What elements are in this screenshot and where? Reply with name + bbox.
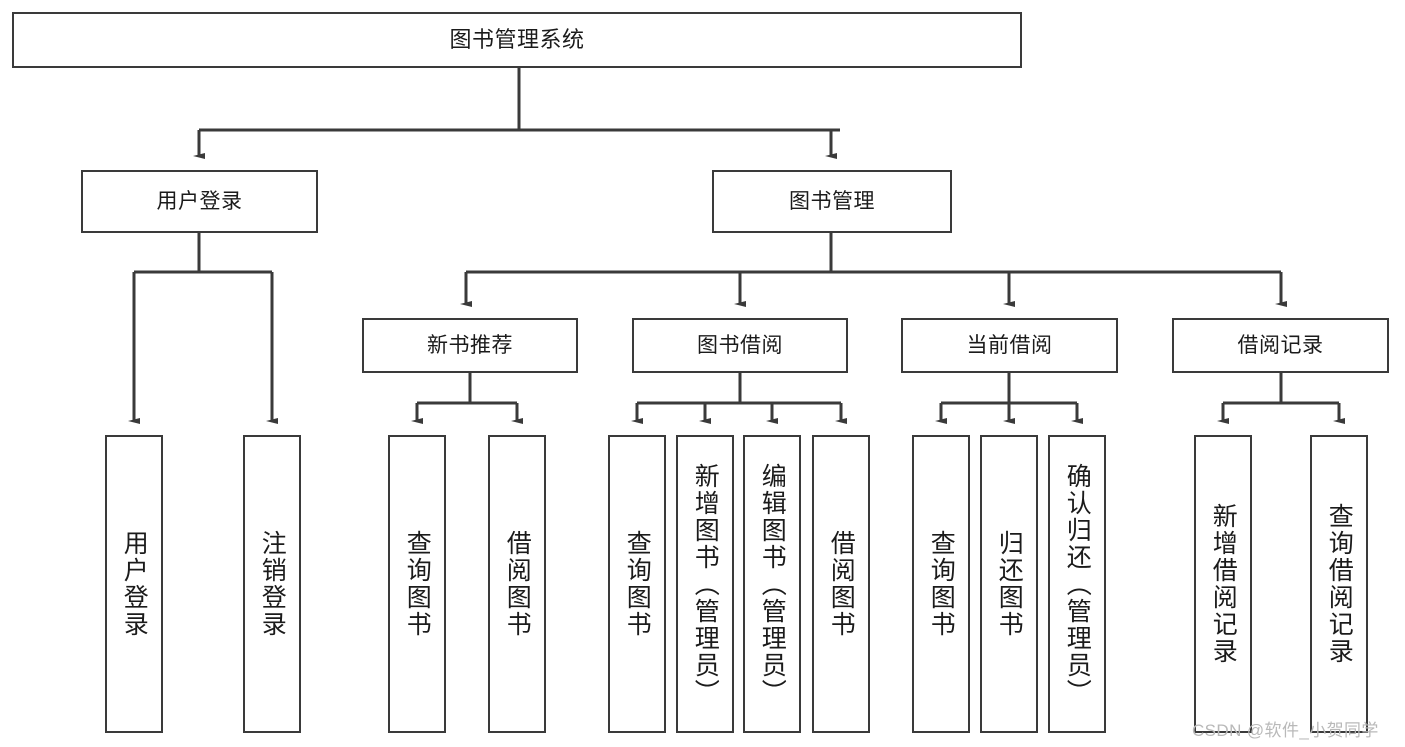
leaf-recommend-query-book[interactable]: 查询图书	[388, 435, 446, 733]
node-current-borrow[interactable]: 当前借阅	[901, 318, 1118, 373]
node-book-management[interactable]: 图书管理	[712, 170, 952, 233]
node-book-borrow[interactable]: 图书借阅	[632, 318, 848, 373]
leaf-borrow-query-book[interactable]: 查询图书	[608, 435, 666, 733]
node-borrow-record[interactable]: 借阅记录	[1172, 318, 1389, 373]
node-label: 注销登录	[258, 530, 287, 638]
node-label: 查询图书	[403, 530, 432, 638]
node-label: 图书管理系统	[449, 26, 585, 52]
node-new-book-recommend[interactable]: 新书推荐	[362, 318, 578, 373]
leaf-user-login[interactable]: 用户登录	[105, 435, 163, 733]
node-label: 编辑图书（管理员）	[758, 462, 787, 706]
node-user-login[interactable]: 用户登录	[81, 170, 318, 233]
leaf-borrow-add-book[interactable]: 新增图书（管理员）	[676, 435, 734, 733]
leaf-current-confirm-return[interactable]: 确认归还（管理员）	[1048, 435, 1106, 733]
leaf-borrow-edit-book[interactable]: 编辑图书（管理员）	[743, 435, 801, 733]
leaf-record-query-record[interactable]: 查询借阅记录	[1310, 435, 1368, 733]
node-label: 新增借阅记录	[1209, 503, 1238, 665]
node-label: 图书管理	[789, 189, 875, 213]
leaf-current-query-book[interactable]: 查询图书	[912, 435, 970, 733]
node-label: 当前借阅	[966, 333, 1053, 357]
leaf-current-return-book[interactable]: 归还图书	[980, 435, 1038, 733]
node-label: 归还图书	[995, 530, 1024, 638]
node-label: 新书推荐	[427, 333, 513, 357]
node-label: 借阅图书	[827, 530, 856, 638]
node-label: 查询图书	[623, 530, 652, 638]
csdn-watermark: CSDN @软件_小贺同学	[1192, 721, 1379, 740]
node-label: 新增图书（管理员）	[691, 462, 720, 706]
node-label: 用户登录	[120, 530, 149, 638]
leaf-recommend-borrow-book[interactable]: 借阅图书	[488, 435, 546, 733]
node-label: 查询借阅记录	[1325, 503, 1354, 665]
node-label: 图书借阅	[697, 333, 783, 357]
node-label: 借阅记录	[1237, 333, 1324, 357]
leaf-user-logout[interactable]: 注销登录	[243, 435, 301, 733]
node-label: 查询图书	[927, 530, 956, 638]
node-root-system[interactable]: 图书管理系统	[12, 12, 1022, 68]
node-label: 用户登录	[156, 189, 243, 213]
node-label: 确认归还（管理员）	[1063, 462, 1092, 706]
leaf-borrow-borrow-book[interactable]: 借阅图书	[812, 435, 870, 733]
leaf-record-add-record[interactable]: 新增借阅记录	[1194, 435, 1252, 733]
node-label: 借阅图书	[503, 530, 532, 638]
